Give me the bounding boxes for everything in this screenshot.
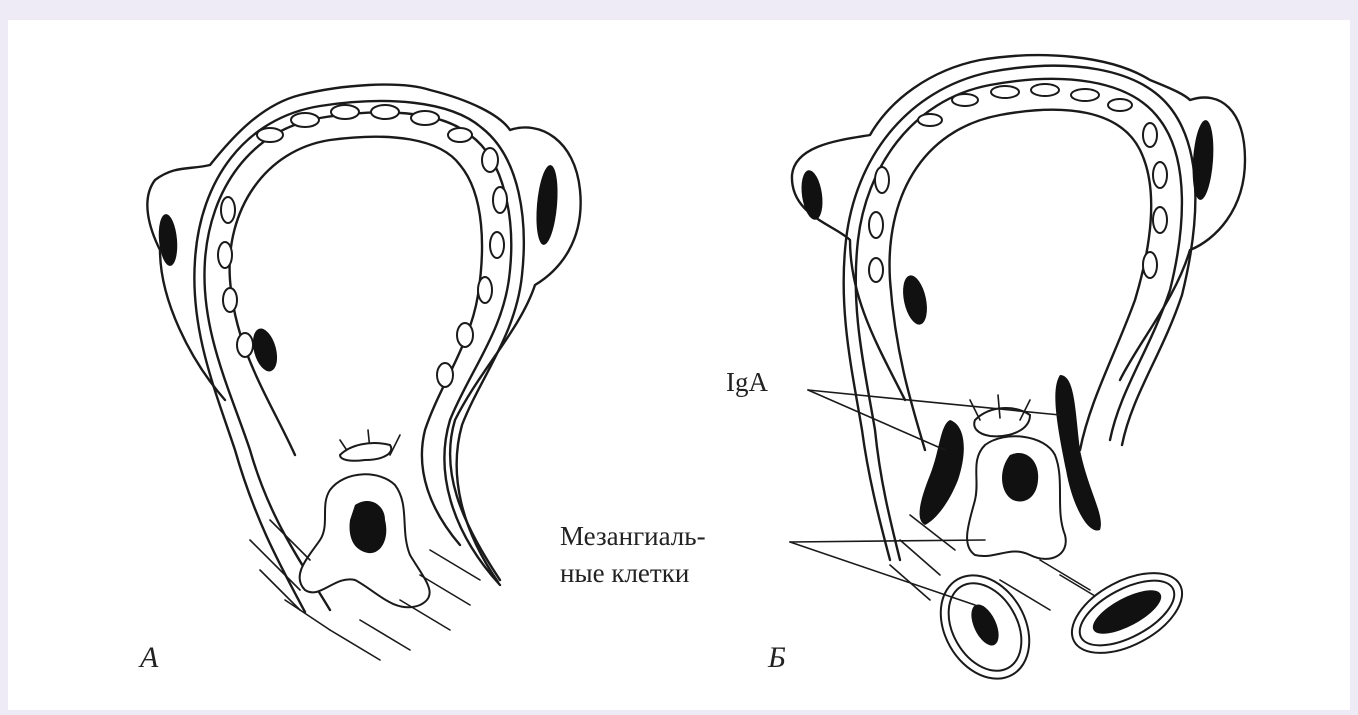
panel-b-label: Б: [767, 641, 786, 674]
panel-a-mesangial-nucleus: [350, 501, 387, 553]
callout-iga-label: IgA: [726, 367, 768, 397]
panel-b-podocyte-nucleus-left: [799, 169, 826, 221]
panel-a-loop: [147, 85, 580, 660]
panel-b-iga-deposit-left: [920, 420, 964, 525]
callout-mesangial-label-line2: ные клетки: [560, 558, 689, 588]
panel-b-endothelial-fenestrae: [869, 84, 1167, 282]
panel-b-endothelial-nucleus: [899, 273, 931, 326]
panel-b-capillary-lumen: [890, 110, 1152, 450]
panel-b-loop: [792, 55, 1245, 694]
panel-b-mesangial-nucleus: [1002, 453, 1038, 501]
panel-a-label: А: [138, 641, 159, 674]
panel-a-mesangial-cap: [340, 443, 391, 461]
panel-a-podocyte-nucleus-right: [534, 164, 561, 245]
callout-mesangial-label-line1: Мезангиаль-: [560, 521, 706, 551]
panel-b-mesangial-cap: [974, 408, 1030, 436]
